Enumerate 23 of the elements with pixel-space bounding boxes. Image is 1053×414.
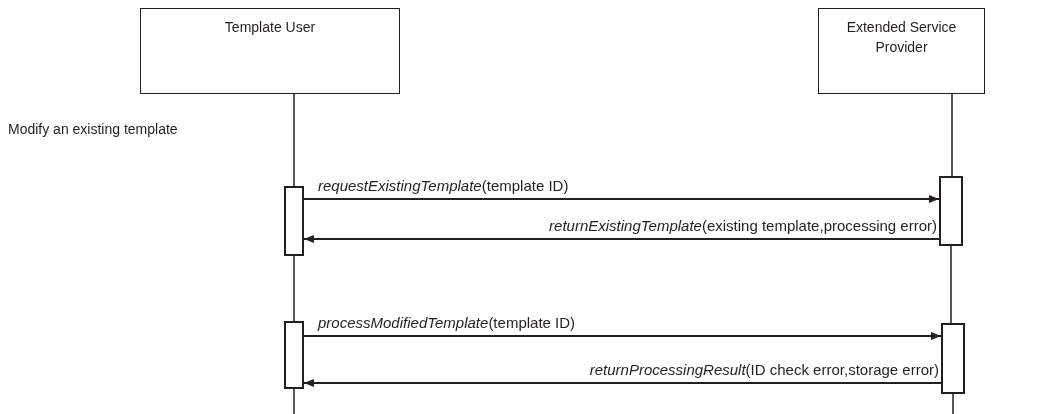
message-label: processModifiedTemplate(template ID)	[318, 315, 576, 330]
fragment-label: Modify an existing template	[8, 122, 178, 136]
message-arrow	[303, 332, 942, 340]
activation-bar	[284, 186, 304, 256]
activation-bar	[941, 323, 965, 394]
lifeline	[293, 255, 295, 322]
lifeline-head-box	[818, 8, 985, 94]
participant-name: Extended Service Provider	[845, 18, 958, 57]
lifeline	[293, 388, 295, 414]
message-label: returnProcessingResult(ID check error,storage error)	[589, 362, 939, 377]
lifeline	[951, 93, 953, 177]
message-arrow	[303, 379, 942, 387]
lifeline-head-box	[140, 8, 400, 94]
lifeline	[293, 93, 295, 187]
activation-bar	[939, 176, 963, 246]
lifeline	[952, 393, 954, 414]
message-arrow	[303, 235, 940, 243]
lifeline	[950, 245, 952, 324]
message-label: returnExistingTemplate(existing template,processing error)	[549, 218, 937, 233]
message-label: requestExistingTemplate(template ID)	[318, 178, 569, 193]
participant-name: Template User	[223, 18, 317, 37]
message-arrow	[303, 195, 940, 203]
activation-bar	[284, 321, 304, 389]
